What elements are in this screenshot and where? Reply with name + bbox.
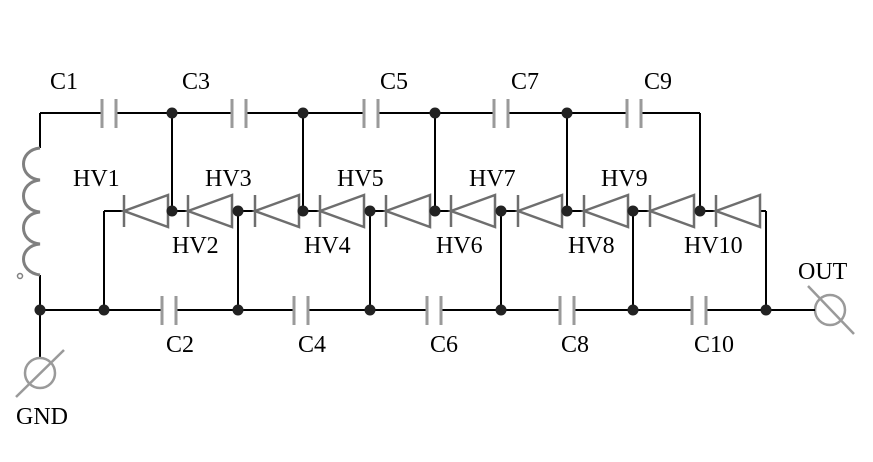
label-hv4: HV4 — [304, 233, 351, 259]
label-c4: C4 — [298, 332, 326, 358]
diode-hv5 — [382, 193, 432, 229]
capacitor-c8 — [558, 296, 576, 325]
diode-hv4 — [316, 193, 366, 229]
capacitor-c4 — [292, 296, 310, 325]
label-hv6: HV6 — [436, 233, 483, 259]
diode-hv7 — [514, 193, 564, 229]
label-gnd: GND — [16, 404, 68, 430]
diodes — [120, 193, 762, 229]
diode-hv9 — [646, 193, 696, 229]
coil-dot — [16, 272, 24, 280]
label-c7: C7 — [511, 69, 539, 95]
label-out: OUT — [798, 259, 848, 285]
gnd-terminal — [15, 349, 65, 398]
label-c10: C10 — [694, 332, 734, 358]
capacitor-c3 — [230, 99, 248, 128]
label-c8: C8 — [561, 332, 589, 358]
label-c2: C2 — [166, 332, 194, 358]
diode-hv8 — [580, 193, 630, 229]
label-hv8: HV8 — [568, 233, 615, 259]
label-c5: C5 — [380, 69, 408, 95]
diode-hv1 — [120, 193, 170, 229]
diode-hv10 — [712, 193, 762, 229]
capacitor-c9 — [625, 99, 643, 128]
label-hv1: HV1 — [73, 166, 120, 192]
label-c6: C6 — [430, 332, 458, 358]
capacitor-c2 — [160, 296, 178, 325]
capacitor-c1 — [100, 99, 118, 128]
diode-hv6 — [447, 193, 497, 229]
capacitor-c5 — [362, 99, 380, 128]
junctions — [34, 107, 772, 316]
out-terminal — [798, 285, 855, 335]
diode-hv3 — [251, 193, 301, 229]
capacitor-c6 — [425, 296, 443, 325]
label-hv7: HV7 — [469, 166, 516, 192]
input-coil — [22, 146, 41, 277]
diode-hv2 — [184, 193, 234, 229]
label-hv3: HV3 — [205, 166, 252, 192]
label-c1: C1 — [50, 69, 78, 95]
label-c3: C3 — [182, 69, 210, 95]
capacitor-c7 — [492, 99, 510, 128]
label-hv10: HV10 — [684, 233, 743, 259]
capacitor-c10 — [690, 296, 708, 325]
label-hv5: HV5 — [337, 166, 384, 192]
labels: C1 C3 C5 C7 C9 C2 C4 C6 C8 C10 HV1 HV3 H… — [16, 69, 848, 430]
label-hv2: HV2 — [172, 233, 219, 259]
capacitors — [100, 99, 708, 325]
label-c9: C9 — [644, 69, 672, 95]
label-hv9: HV9 — [601, 166, 648, 192]
